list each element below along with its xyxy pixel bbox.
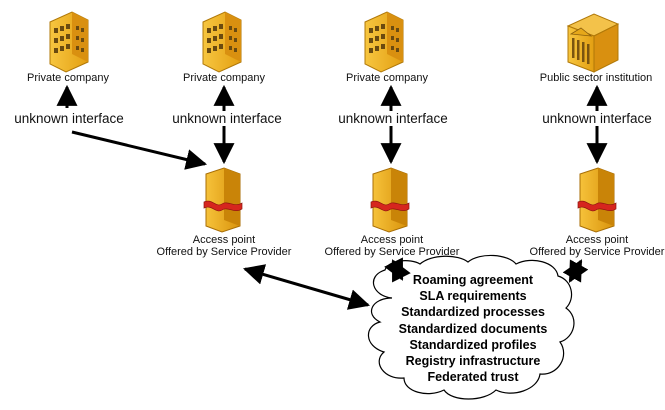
cloud-item: Federated trust <box>427 370 519 385</box>
server-tower-icon <box>203 167 243 233</box>
interface-label: unknown interface <box>13 111 125 126</box>
cloud-item: Standardized profiles <box>409 337 537 352</box>
arrow-ap1-to-cloud <box>242 264 371 310</box>
interface-label: unknown interface <box>337 111 449 126</box>
office-building-icon <box>364 11 404 73</box>
interface-label: unknown interface <box>171 111 283 126</box>
cloud-item: Standardized processes <box>401 305 545 320</box>
access-point-title: Access point <box>565 234 629 246</box>
access-point-subtitle: Offered by Service Provider <box>529 246 665 258</box>
cloud-items: Roaming agreement SLA requirements Stand… <box>399 272 548 385</box>
org-label: Private company <box>183 72 265 84</box>
access-point-label: Access point Offered by Service Provider <box>530 234 665 258</box>
office-building-icon <box>202 11 242 73</box>
access-point-subtitle: Offered by Service Provider <box>324 246 460 258</box>
access-point-title: Access point <box>360 234 424 246</box>
org-label: Private company <box>27 72 109 84</box>
cloud-item: Registry infrastructure <box>405 354 541 369</box>
access-point-label: Access point Offered by Service Provider <box>325 234 460 258</box>
arrow-ap2-to-cloud <box>384 257 411 283</box>
server-tower-icon <box>577 167 617 233</box>
cloud-item: Roaming agreement <box>412 273 534 287</box>
cloud-shape <box>367 254 575 400</box>
access-point-subtitle: Offered by Service Provider <box>156 246 292 258</box>
arrow-iface1-to-ap1 <box>71 130 208 170</box>
interface-label: unknown interface <box>541 111 653 126</box>
org-label: Private company <box>346 72 428 84</box>
access-point-title: Access point <box>192 234 256 246</box>
access-point-label: Access point Offered by Service Provider <box>157 234 292 258</box>
office-building-icon <box>49 11 89 73</box>
cloud-item: Standardized documents <box>398 321 548 336</box>
cloud-item: SLA requirements <box>419 289 527 304</box>
arrow-ap3-to-cloud <box>562 259 589 283</box>
government-building-icon <box>566 13 620 73</box>
server-tower-icon <box>370 167 410 233</box>
org-label: Public sector institution <box>539 72 653 84</box>
